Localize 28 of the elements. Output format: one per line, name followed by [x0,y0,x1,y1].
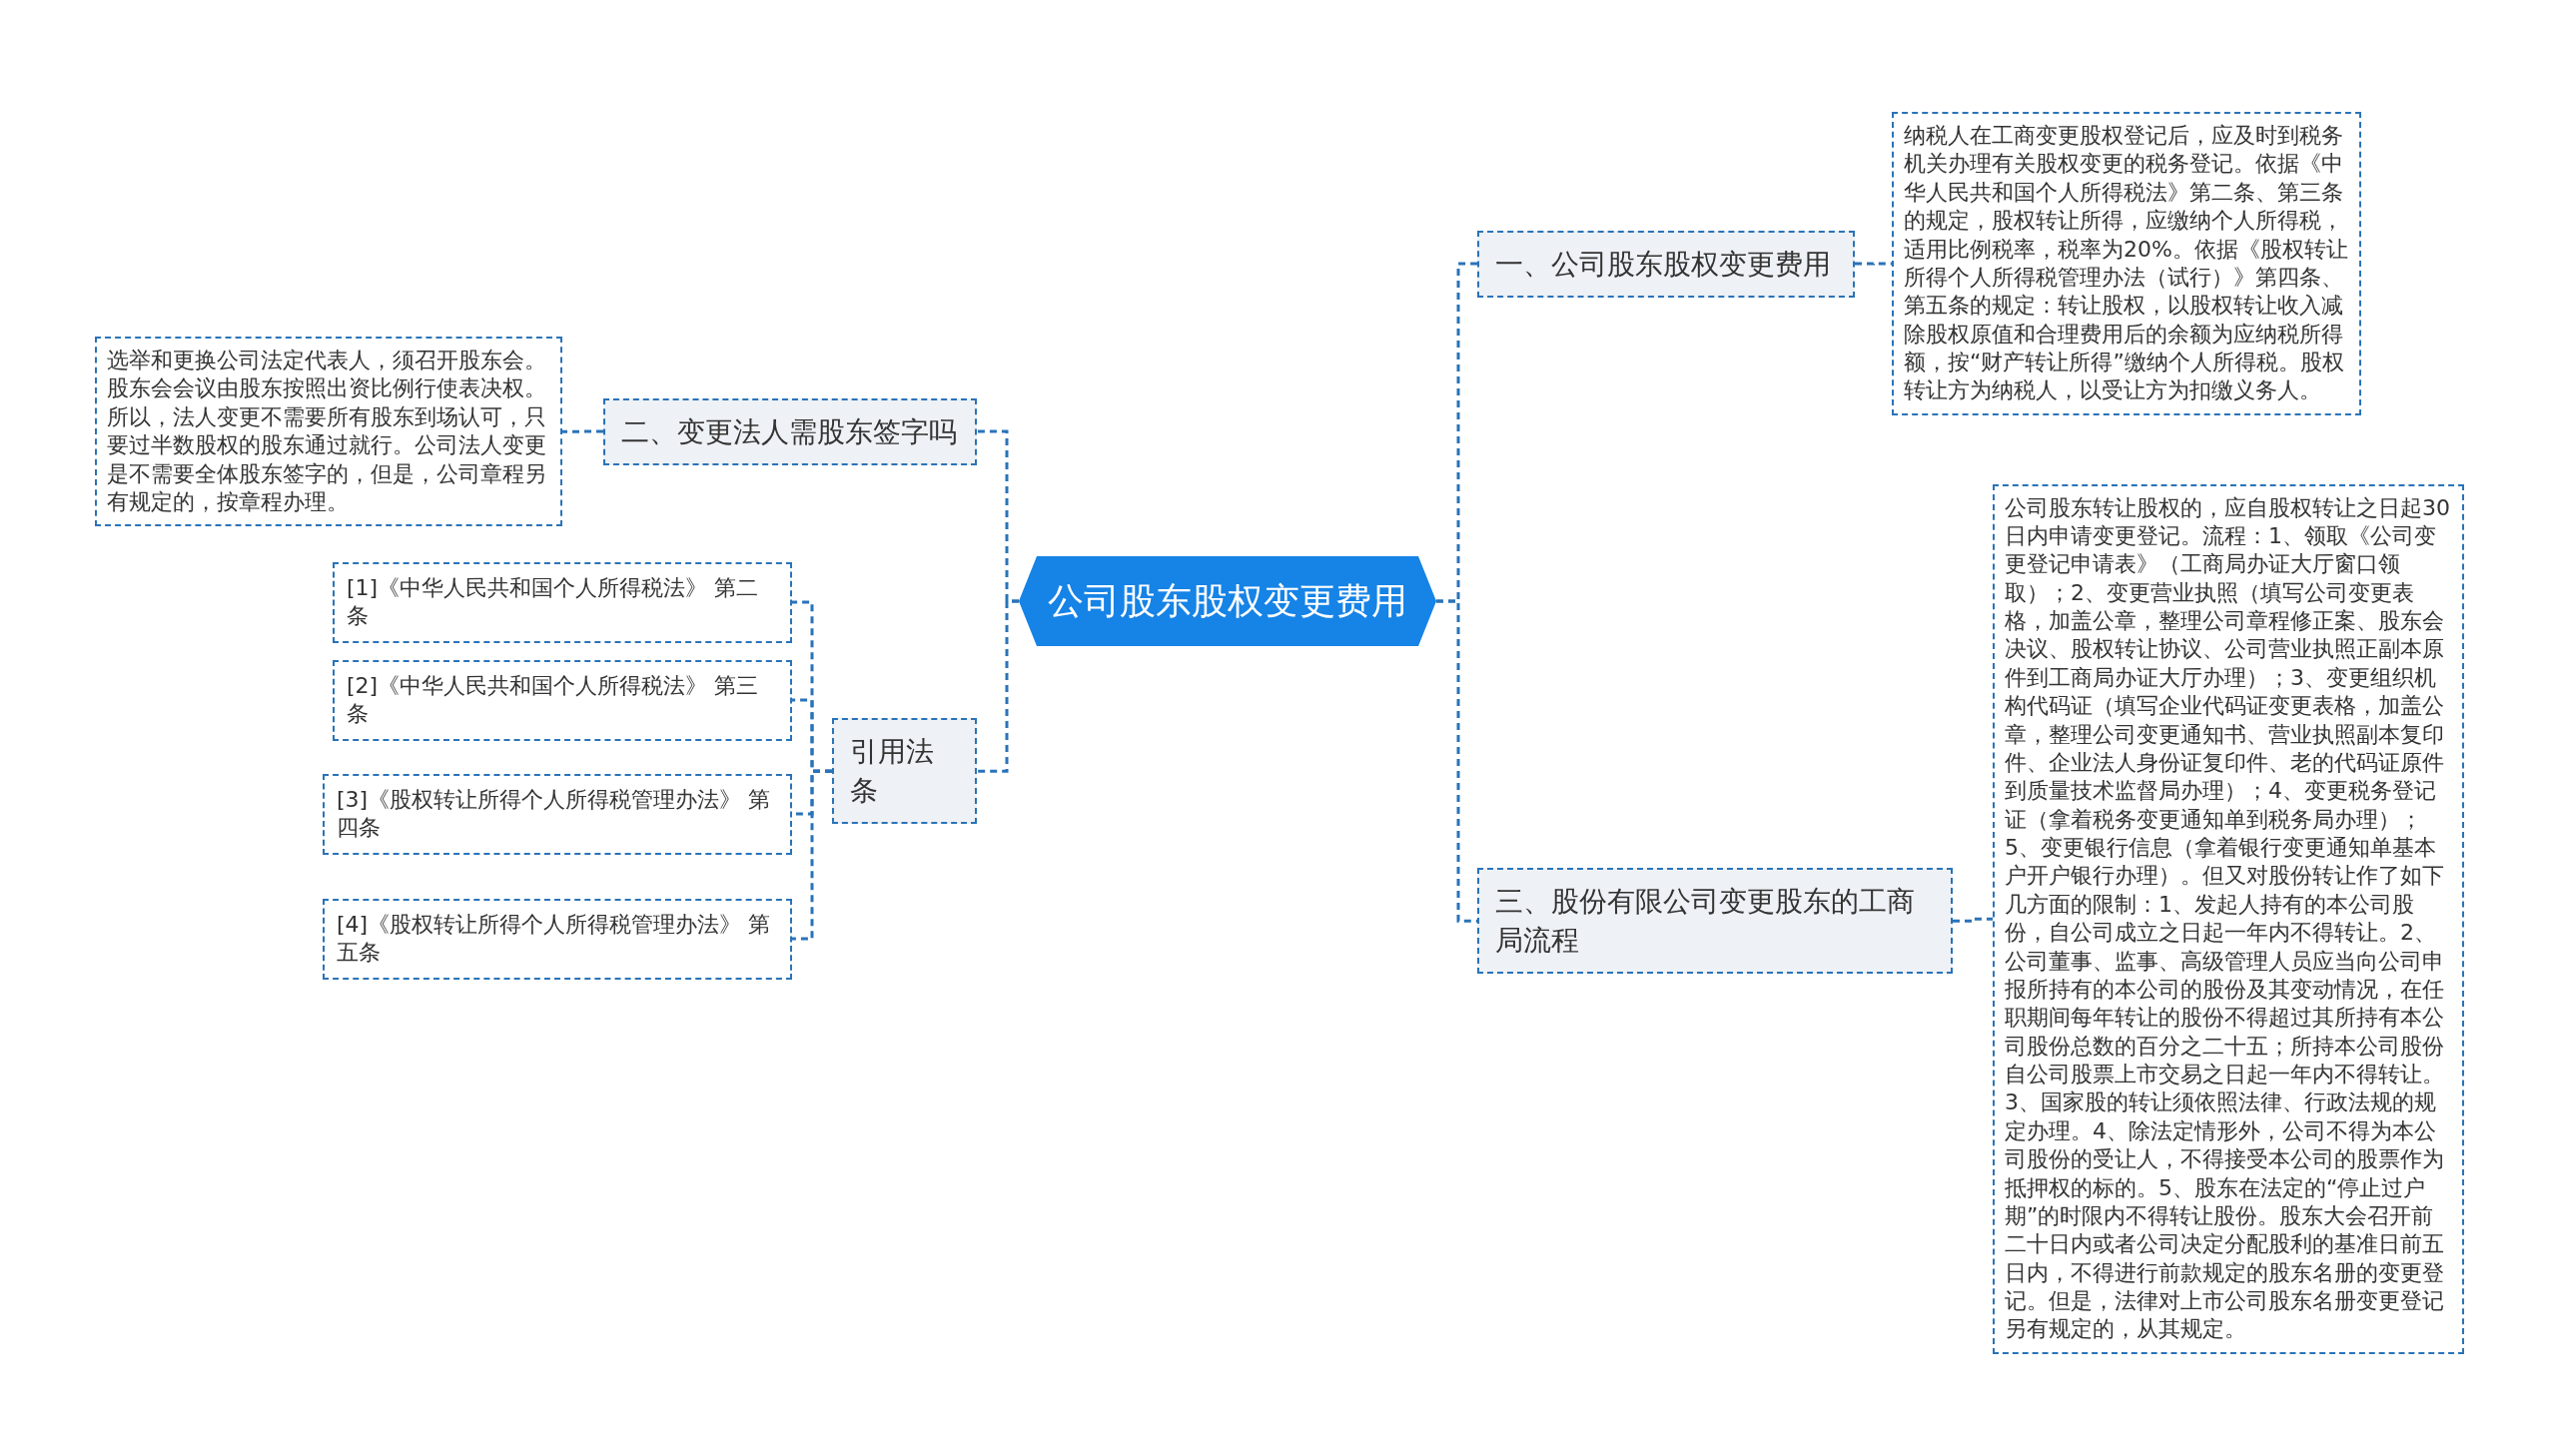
topic-label: 二、变更法人需股东签字吗 [621,413,958,450]
central-topic [1019,556,1436,646]
topic-box [1477,230,1855,298]
topic-label: 一、公司股东股权变更费用 [1495,246,1832,283]
note-box [95,337,562,527]
topic-title: 公司股东股权变更费用 [1048,578,1407,623]
connector-line [1436,599,1477,923]
topic-box [603,397,977,465]
connector-line [562,429,603,433]
citation-box [323,773,792,855]
citation-text: [3]《股权转让所得个人所得税管理办法》 第四条 [337,785,772,843]
topic-box [832,718,977,825]
connector-line [792,769,832,941]
topic-label: 三、股份有限公司变更股东的工商局流程 [1495,884,1916,960]
connector-line [1953,917,1993,923]
topic-label: 引用法条 [850,734,935,810]
connector-line [1855,262,1892,266]
citation-text: [4]《股权转让所得个人所得税管理办法》 第五条 [337,910,772,968]
citation-text: [1]《中华人民共和国个人所得税法》 第二条 [347,573,760,631]
citation-box [333,659,792,741]
topic-box [1477,868,1953,975]
citation-box [323,898,792,980]
connector-line [977,599,1019,773]
note-text: 纳税人在工商变更股权登记后，应及时到税务机关办理有关股权变更的税务登记。依据《中华人民共和国个人所得税法》第二条、第三条的规定，股权转让所得，应缴纳个人所得税，适用比例税率，税率为20%。依据《股权转让所得个人所得税管理办法（试行）》第四条、第五条的规定：转让股权，以股权转让收入减除股权原值和合理费用后的余额为应纳税所得额，按“财产转让所得”缴纳个人所得税。股权转让方为纳税人，以受让方为扣缴义务人。 [1904,122,2349,405]
citation-text: [2]《中华人民共和国个人所得税法》 第三条 [347,671,760,729]
citation-box [333,561,792,643]
note-text: 选举和更换公司法定代表人，须召开股东会。股东会会议由股东按照出资比例行使表决权。所以，法人变更不需要所有股东到场认可，只要过半数股权的股东通过就行。公司法人变更是不需要全体股东签字的，但是，公司章程另有规定的，按章程办理。 [107,347,547,516]
note-text: 公司股东转让股权的，应自股权转让之日起30日内申请变更登记。流程：1、领取《公司变更登记申请表》（工商局办证大厅窗口领取）；2、变更营业执照（填写公司变更表格，加盖公章，整理公司章程修正案、股东会决议、股权转让协议、公司营业执照正副本原件到工商局办证大厅办理）；3、变更组织机构代码证（填写企业代码证变更表格，加盖公章，整理公司变更通知书、营业执照副本复印件、企业法人身份证复印件、老的代码证原件到质量技术监督局办理）；4、变更税务登记证（拿着税务变更通知单到税务局办理）；5、变更银行信息（拿着银行变更通知单基本户开户银行办理）。但又对股份转让作了如下几方面的限制：1、发起人持有的本公司股份，自公司成立之日起一年内不得转让。2、公司董事、监事、高级管理人员应当向公司申报所持有的本公司的股份及其变动情况，在任职期间每年转让的股份不得超过其所持有本公司股份总数的百分之二十五；所持本公司股份自公司股票上市交易之日起一年内不得转让。3、国家股的转让须依照法律、行政法规的规定办理。4、除法定情形外，公司不得为本公司股份的受让人，不得接受本公司的股票作为抵押权的标的。5、股东在法定的“停止过户期”的时限内不得转让股份。股东大会召开前二十日内或者公司决定分配股利的基准日前五日内，不得进行前款规定的股东名册的变更登记。但是，法律对上市公司股东名册变更登记另有规定的，从其规定。 [2005,493,2451,1344]
